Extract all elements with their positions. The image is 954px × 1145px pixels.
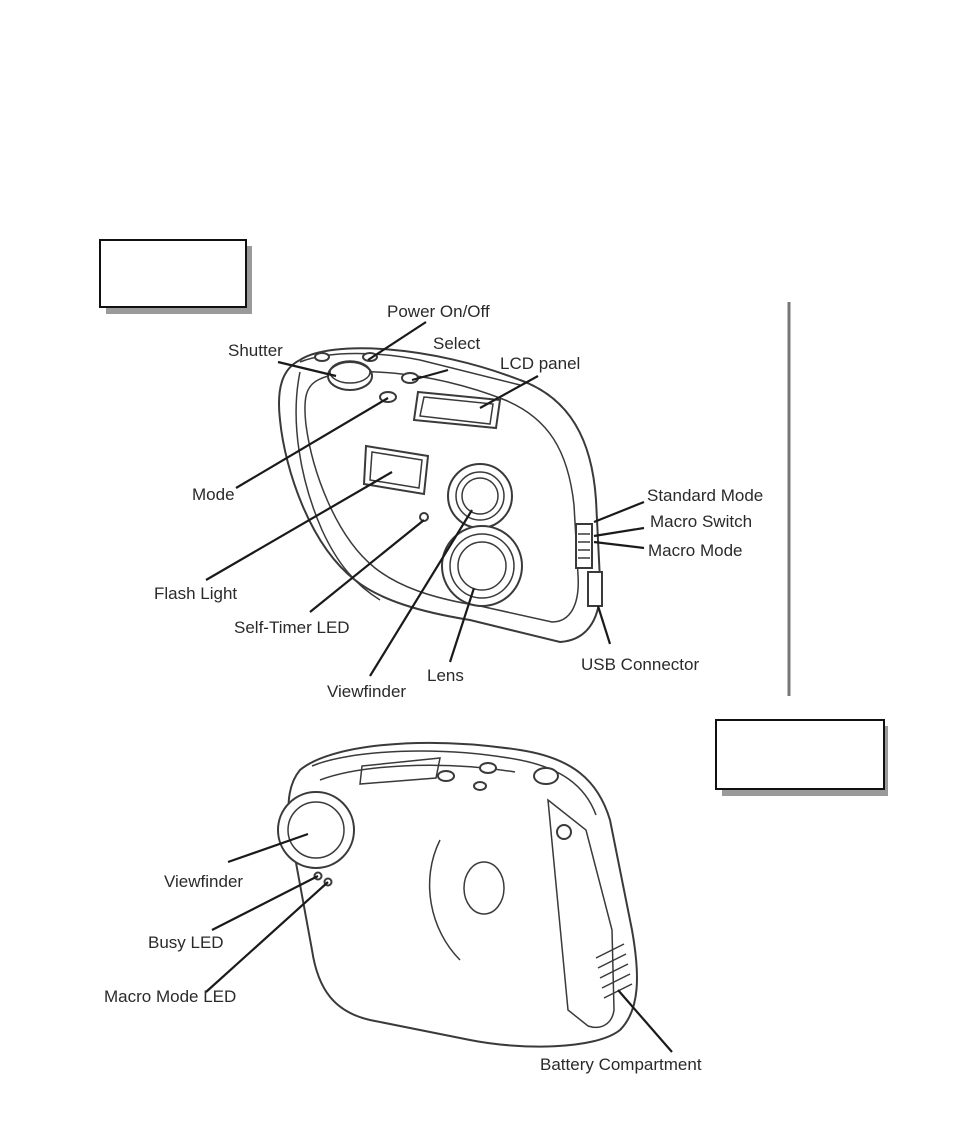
label-lcd-panel: LCD panel [500, 354, 580, 373]
label-macro-switch: Macro Switch [650, 512, 752, 531]
label-busy-led: Busy LED [148, 933, 224, 952]
label-select: Select [433, 334, 481, 353]
front-camera-illustration [278, 347, 603, 644]
label-power-on-off: Power On/Off [387, 302, 490, 321]
label-macro-mode: Macro Mode [648, 541, 742, 560]
front-view-title-box [99, 239, 252, 314]
label-usb-connector: USB Connector [581, 655, 699, 674]
label-macro-mode-led: Macro Mode LED [104, 987, 236, 1006]
front-view-labels: Power On/Off Shutter Select LCD panel Mo… [154, 302, 763, 701]
back-view-title-box [715, 719, 888, 796]
back-leader-lines [205, 832, 673, 1053]
label-viewfinder-back: Viewfinder [164, 872, 243, 891]
back-camera-illustration [277, 741, 638, 1048]
front-leader-lines [205, 321, 645, 677]
label-flash-light: Flash Light [154, 584, 237, 603]
label-mode: Mode [192, 485, 235, 504]
back-view-labels: Viewfinder Busy LED Macro Mode LED Batte… [104, 872, 702, 1074]
label-self-timer-led: Self-Timer LED [234, 618, 350, 637]
label-shutter: Shutter [228, 341, 283, 360]
label-viewfinder-front: Viewfinder [327, 682, 406, 701]
label-battery-compartment: Battery Compartment [540, 1055, 702, 1074]
label-standard-mode: Standard Mode [647, 486, 763, 505]
label-lens: Lens [427, 666, 464, 685]
